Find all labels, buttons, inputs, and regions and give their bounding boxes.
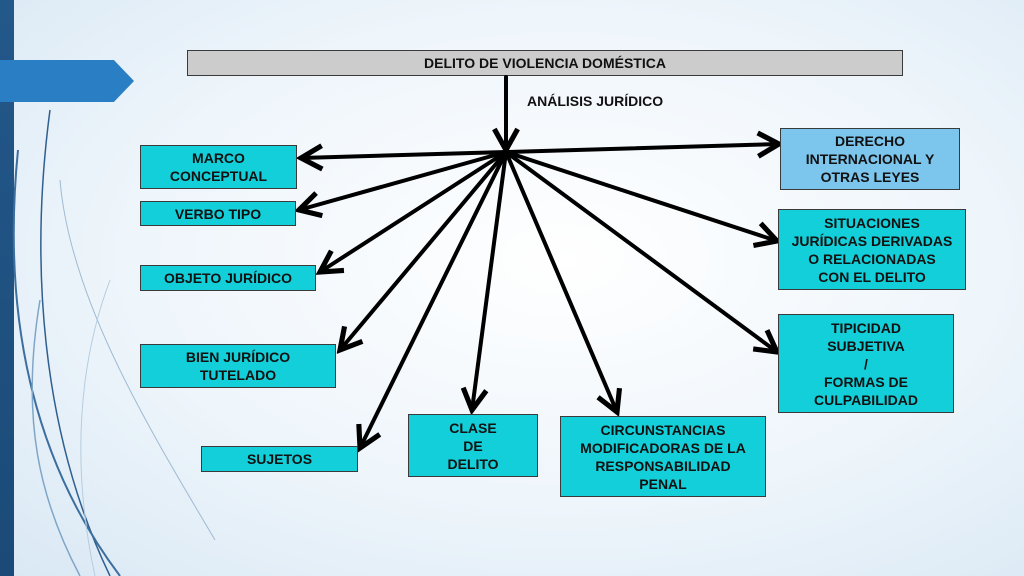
node-clase-delito: CLASE DE DELITO <box>408 414 538 477</box>
node-verbo-tipo: VERBO TIPO <box>140 201 296 226</box>
node-situaciones: SITUACIONES JURÍDICAS DERIVADAS O RELACI… <box>778 209 966 290</box>
left-accent-bar <box>0 0 14 576</box>
pennant-shape <box>0 60 134 102</box>
node-objeto-juridico: OBJETO JURÍDICO <box>140 265 316 291</box>
node-bien-juridico: BIEN JURÍDICO TUTELADO <box>140 344 336 388</box>
title-box: DELITO DE VIOLENCIA DOMÉSTICA <box>187 50 903 76</box>
node-tipicidad: TIPICIDAD SUBJETIVA / FORMAS DE CULPABIL… <box>778 314 954 413</box>
node-derecho-internacional: DERECHO INTERNACIONAL Y OTRAS LEYES <box>780 128 960 190</box>
node-circunstancias: CIRCUNSTANCIAS MODIFICADORAS DE LA RESPO… <box>560 416 766 497</box>
node-marco-conceptual: MARCO CONCEPTUAL <box>140 145 297 189</box>
node-sujetos: SUJETOS <box>201 446 358 472</box>
subtitle-label: ANÁLISIS JURÍDICO <box>527 93 664 109</box>
